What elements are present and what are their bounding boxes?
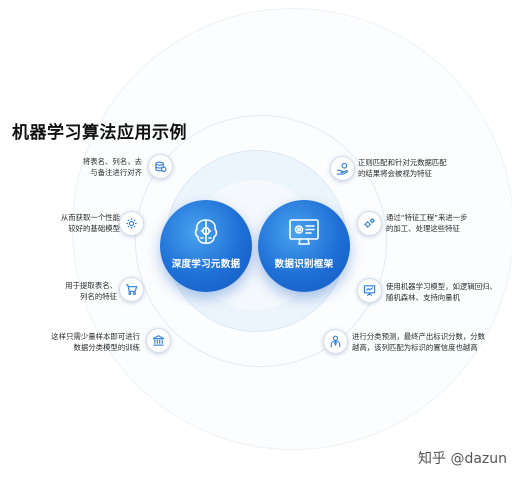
right-item-1-text: 正则匹配和针对元数据匹配的结果将会被视为特征 [358,158,447,178]
left-item-4-text: 这样只需少量样本即可进行数据分类模型的训练 [51,332,140,352]
gears-icon [357,211,382,236]
hub-right-label: 数据识别框架 [274,259,334,270]
hand-coin-icon [330,156,355,181]
shopping-cart-icon [119,277,144,302]
monitor-gear-icon [286,214,322,250]
hub-deep-learning-metadata: 深度学习元数据 [160,200,252,292]
page-title: 机器学习算法应用示例 [12,123,187,143]
right-item-2-text: 通过“特征工程”来进一步的加工、处理这些特征 [386,213,468,233]
presentation-icon [357,278,382,303]
watermark: 知乎 @dazun [418,451,508,467]
coins-icon [148,154,173,179]
businessman-icon [323,329,348,354]
left-item-3-text: 用于提取表名、列名的特征 [65,281,117,301]
background-ring-mid [135,115,387,367]
right-item-3-text: 使用机器学习模型，如逻辑回归、随机森林、支持向量机 [386,282,497,302]
brain-gear-icon [189,214,223,250]
left-item-2-text: 从而获取一个性能较好的基础模型 [60,213,120,233]
hub-left-label: 深度学习元数据 [171,259,241,270]
right-item-4-text: 进行分类预测，最终产出标识分数，分数越高，该列匹配为标识的置信度也越高 [352,332,486,352]
left-item-1-text: 将表名、列名，去与备注进行对齐 [82,157,142,177]
bank-icon [146,328,171,353]
hub-data-recognition-framework: 数据识别框架 [258,200,350,292]
gear-icon [119,211,144,236]
